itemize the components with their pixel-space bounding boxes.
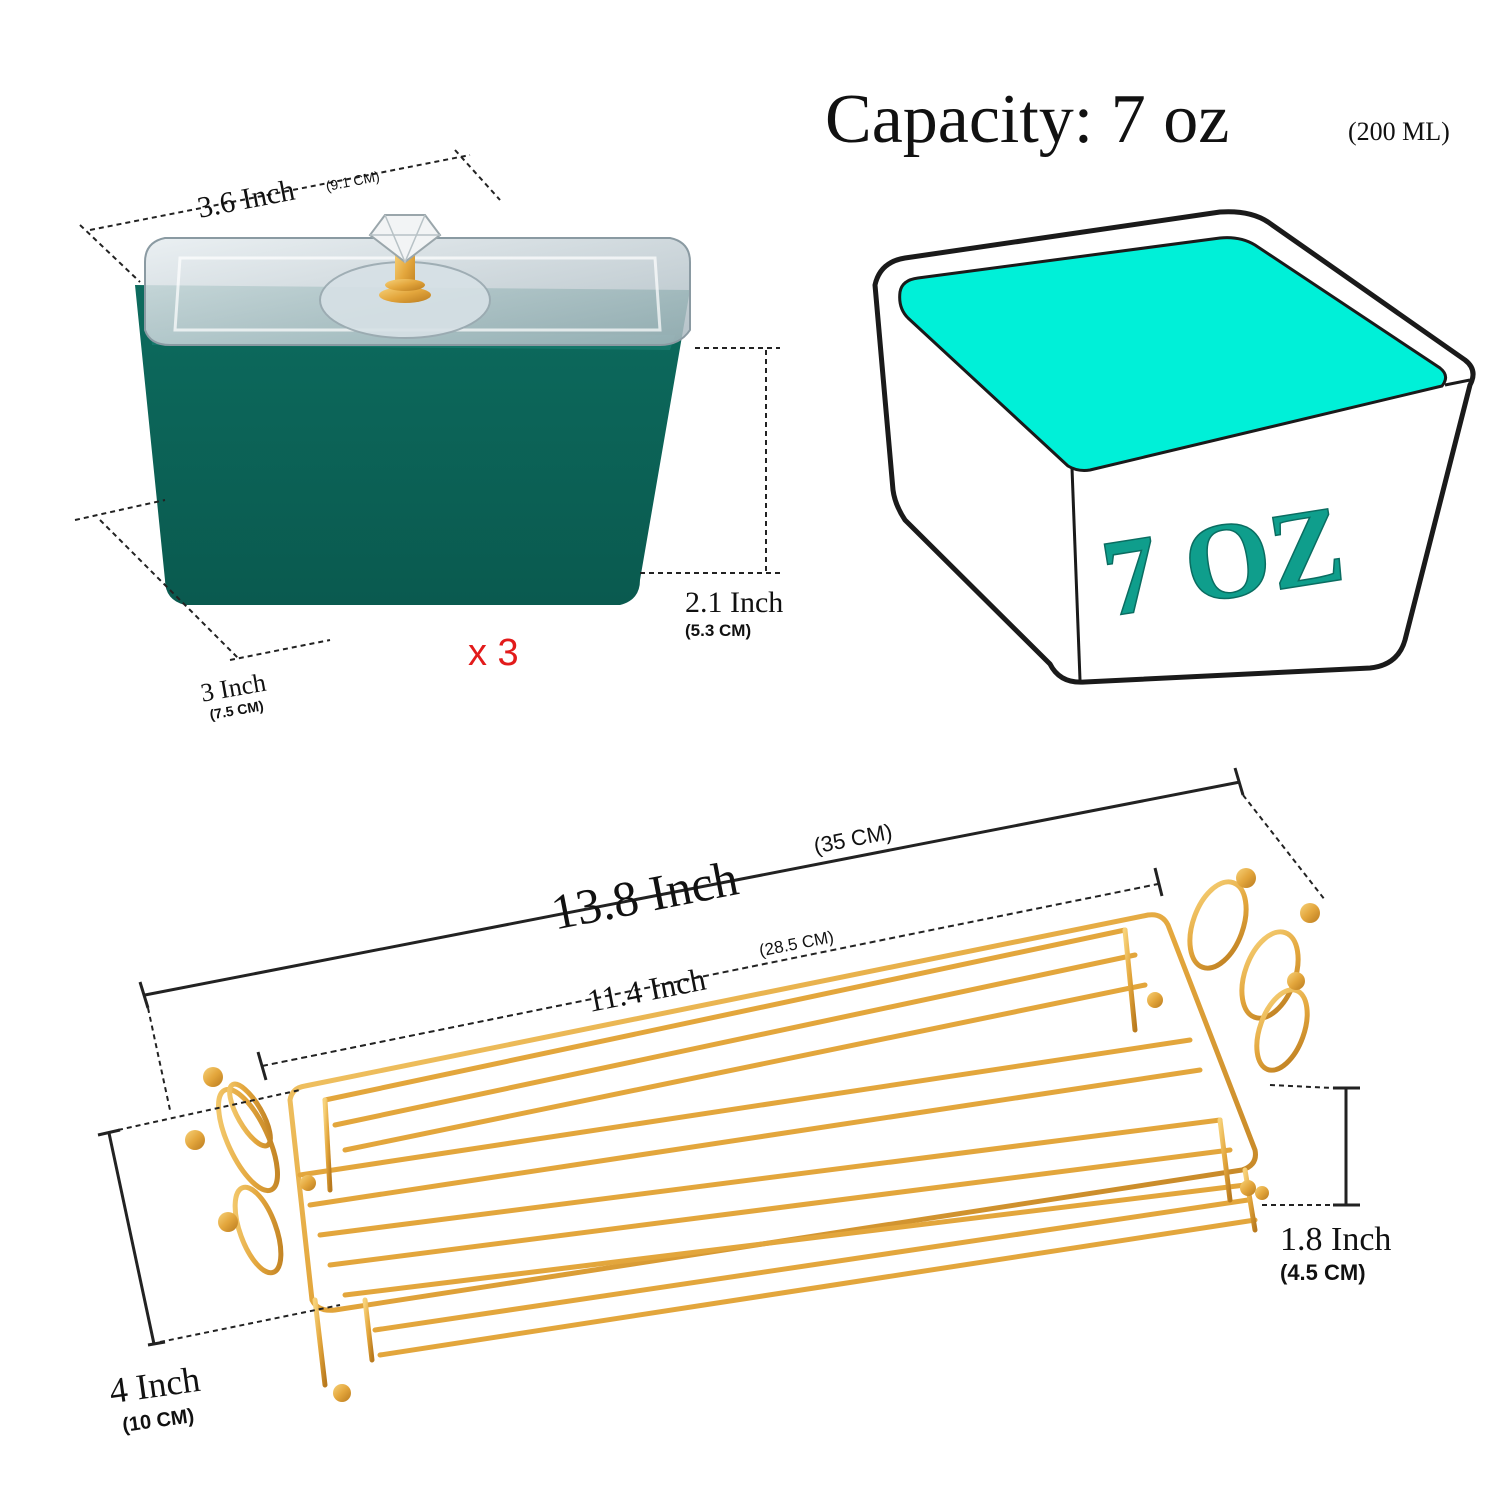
liquid-surface	[898, 236, 1447, 472]
ceramic-bowl-with-lid	[135, 214, 691, 605]
tray-overall-length-dimension	[138, 767, 1326, 1111]
tray-height-cm: (4.5 CM)	[1280, 1260, 1366, 1285]
tray-width-inch: 4 Inch	[107, 1359, 203, 1411]
bowl-height-cm: (5.3 CM)	[685, 621, 751, 640]
bowl-depth-dimension	[74, 499, 331, 661]
tray-height-inch: 1.8 Inch	[1280, 1221, 1391, 1258]
tray-inner-length-dimension	[256, 867, 1164, 1081]
bowl-width-inch: 3.6 Inch	[195, 174, 298, 225]
capacity-bowl-illustration: 7 OZ	[872, 209, 1476, 685]
tray-ball-finials	[185, 868, 1320, 1402]
tray-overall-length-inch: 13.8 Inch	[546, 849, 742, 940]
capacity-metric: (200 ML)	[1348, 117, 1450, 146]
bowl-width-cm: (9.1 CM)	[324, 168, 381, 194]
tray-height-dimension	[1262, 1084, 1360, 1207]
bowl-width-dimension	[79, 149, 501, 283]
bowl-height-dimension	[640, 347, 780, 574]
gold-wire-tray	[216, 879, 1310, 1388]
bowl-body	[135, 285, 690, 605]
tray-inner-length-cm: (28.5 CM)	[758, 927, 836, 960]
crystal-knob-icon	[368, 214, 442, 303]
capacity-label: Capacity: 7 oz	[825, 81, 1229, 158]
quantity-badge: x 3	[468, 632, 519, 674]
bowl-height-inch: 2.1 Inch	[685, 586, 783, 619]
tray-width-dimension	[97, 1089, 341, 1347]
tray-width-cm: (10 CM)	[121, 1405, 196, 1437]
